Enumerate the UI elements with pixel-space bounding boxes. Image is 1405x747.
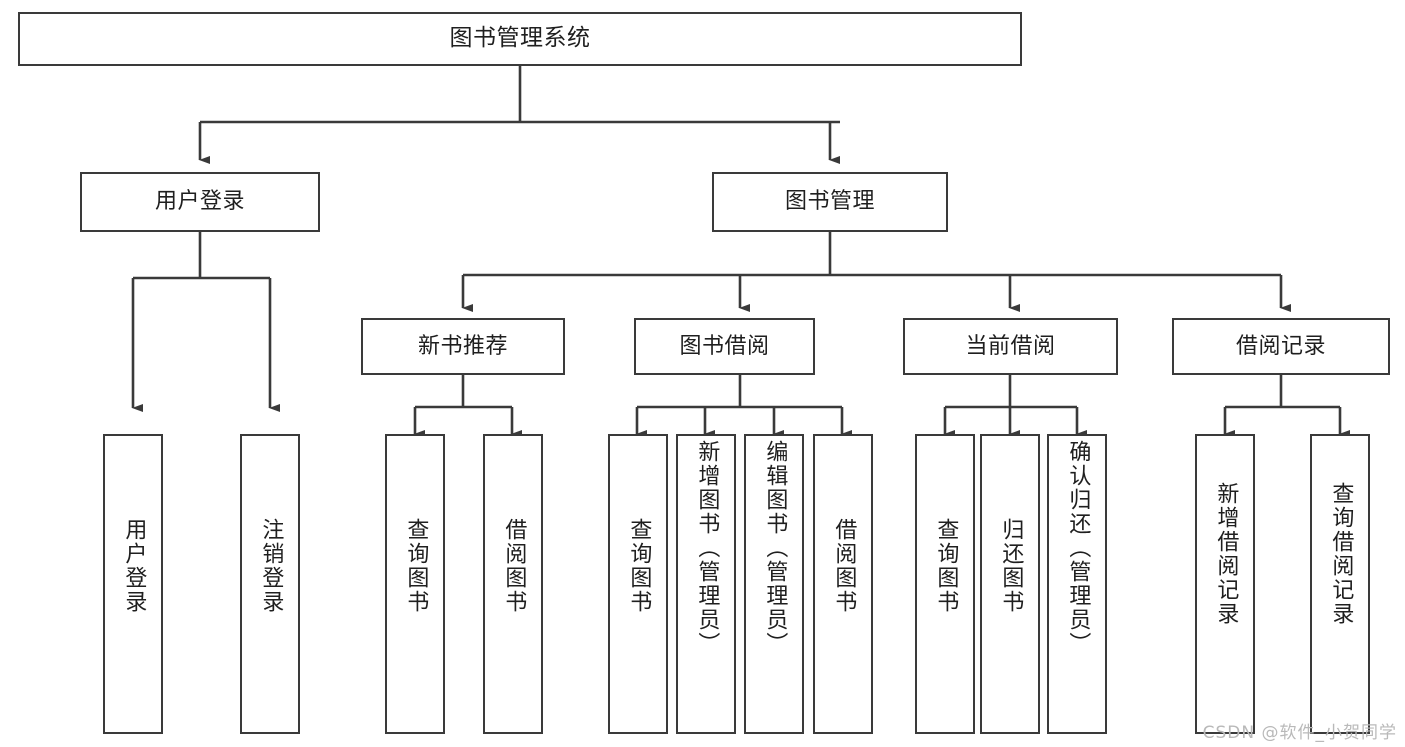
node-label: 借阅记录: [1235, 333, 1326, 359]
node-label: 图书管理: [784, 189, 875, 215]
node-current-borrowing[interactable]: 当前借阅: [903, 318, 1118, 375]
node-label: 新增借阅记录: [1213, 482, 1239, 626]
node-label: 当前借阅: [965, 333, 1056, 359]
node-label: 借阅图书: [831, 518, 857, 614]
node-label: 借阅图书: [501, 518, 527, 614]
node-user-login[interactable]: 用户登录: [80, 172, 320, 232]
node-label: 查询借阅记录: [1328, 482, 1354, 626]
node-borrow-records[interactable]: 借阅记录: [1172, 318, 1390, 375]
node-label: 新书推荐: [417, 333, 508, 359]
node-label: 确认归还（管理员）: [1065, 440, 1091, 656]
leaf-query-books-new[interactable]: 查询图书: [385, 434, 445, 734]
leaf-borrow-books[interactable]: 借阅图书: [813, 434, 873, 734]
node-label: 用户登录: [121, 518, 147, 614]
node-root-book-management-system[interactable]: 图书管理系统: [18, 12, 1022, 66]
leaf-confirm-return-admin[interactable]: 确认归还（管理员）: [1047, 434, 1107, 734]
leaf-query-books-borrow[interactable]: 查询图书: [608, 434, 668, 734]
leaf-add-book-admin[interactable]: 新增图书（管理员）: [676, 434, 736, 734]
leaf-query-borrow-record[interactable]: 查询借阅记录: [1310, 434, 1370, 734]
node-label: 图书管理系统: [449, 25, 591, 52]
watermark-text: CSDN @软件_小贺同学: [1202, 723, 1397, 743]
leaf-borrow-books-new[interactable]: 借阅图书: [483, 434, 543, 734]
leaf-query-books-current[interactable]: 查询图书: [915, 434, 975, 734]
leaf-return-books[interactable]: 归还图书: [980, 434, 1040, 734]
leaf-add-borrow-record[interactable]: 新增借阅记录: [1195, 434, 1255, 734]
node-label: 用户登录: [154, 189, 245, 215]
leaf-logout[interactable]: 注销登录: [240, 434, 300, 734]
node-book-borrowing[interactable]: 图书借阅: [634, 318, 815, 375]
leaf-edit-book-admin[interactable]: 编辑图书（管理员）: [744, 434, 804, 734]
leaf-user-login[interactable]: 用户登录: [103, 434, 163, 734]
node-label: 编辑图书（管理员）: [762, 440, 788, 656]
node-label: 图书借阅: [679, 333, 770, 359]
node-new-book-recommendation[interactable]: 新书推荐: [361, 318, 565, 375]
node-book-management[interactable]: 图书管理: [712, 172, 948, 232]
node-label: 新增图书（管理员）: [694, 440, 720, 656]
node-label: 归还图书: [998, 518, 1024, 614]
node-label: 查询图书: [933, 518, 959, 614]
node-label: 注销登录: [258, 518, 284, 614]
node-label: 查询图书: [626, 518, 652, 614]
node-label: 查询图书: [403, 518, 429, 614]
